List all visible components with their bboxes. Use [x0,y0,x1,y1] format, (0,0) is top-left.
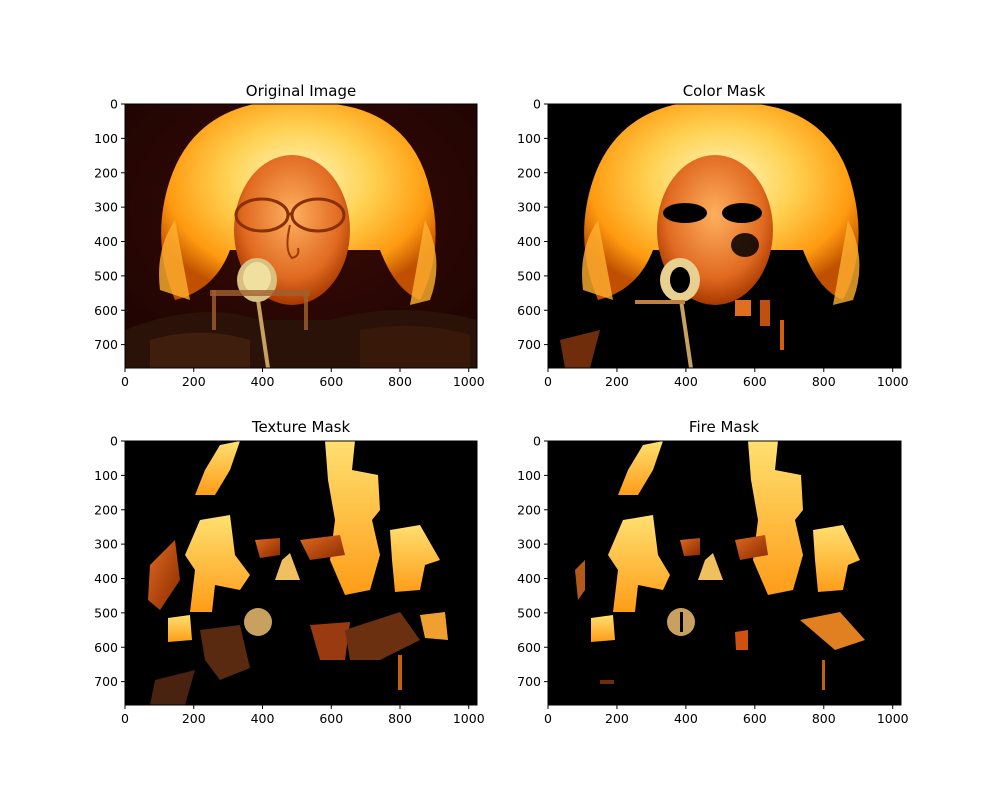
original-ytick-label-5: 500 [94,268,118,283]
fire-ytick-label-3: 300 [517,537,541,552]
color-xtick-label-5: 1000 [877,374,909,389]
original-xtick-label-0: 0 [121,374,129,389]
color-xtick-label-4: 800 [812,374,836,389]
image-fire-mask [548,441,901,705]
fire-ytick-label-1: 100 [517,468,541,483]
color-xtick-label-2: 400 [674,374,698,389]
color-ytick-label-2: 200 [517,165,541,180]
color-xtick-label-0: 0 [544,374,552,389]
color-ytick-label-0: 0 [533,97,541,112]
color-ytick-label-4: 400 [517,234,541,249]
panel-title-original: Original Image [246,82,356,100]
original-ytick-label-7: 700 [94,337,118,352]
fire-ytick-label-2: 200 [517,502,541,517]
color-ytick-label-7: 700 [517,337,541,352]
texture-ytick-label-3: 300 [94,537,118,552]
texture-xtick-label-0: 0 [121,711,129,726]
texture-xtick-label-4: 800 [388,711,412,726]
original-xtick-label-5: 1000 [453,374,485,389]
fire-ytick-label-6: 600 [517,640,541,655]
fire-ytick-label-0: 0 [533,434,541,449]
original-xtick-label-3: 600 [319,374,343,389]
original-ytick-label-2: 200 [94,165,118,180]
color-ytick-label-6: 600 [517,303,541,318]
fire-xtick-label-5: 1000 [877,711,909,726]
panel-fire: Fire Mask [547,418,902,706]
fire-xtick-label-3: 600 [743,711,767,726]
original-ytick-label-4: 400 [94,234,118,249]
panel-color: Color Mask [547,82,902,369]
original-ytick-label-0: 0 [110,97,118,112]
color-ytick-label-1: 100 [517,131,541,146]
texture-ytick-label-7: 700 [94,674,118,689]
texture-ytick-label-1: 100 [94,468,118,483]
panel-original: Original Image [124,82,478,369]
image-texture-mask [125,441,477,705]
texture-ytick-label-4: 400 [94,571,118,586]
panel-title-texture: Texture Mask [251,418,351,436]
color-ytick-label-5: 500 [517,268,541,283]
fire-ytick-label-4: 400 [517,571,541,586]
fire-ytick-label-5: 500 [517,605,541,620]
original-ytick-label-1: 100 [94,131,118,146]
image-color-mask [548,104,901,368]
panel-texture: Texture Mask [124,418,478,706]
texture-ytick-label-2: 200 [94,502,118,517]
fire-xtick-label-2: 400 [674,711,698,726]
texture-xtick-label-1: 200 [182,711,206,726]
original-xtick-label-2: 400 [251,374,275,389]
texture-xtick-label-3: 600 [319,711,343,726]
texture-xtick-label-2: 400 [251,711,275,726]
panel-title-color: Color Mask [683,82,766,100]
texture-ytick-label-6: 600 [94,640,118,655]
original-xtick-label-1: 200 [182,374,206,389]
color-xtick-label-3: 600 [743,374,767,389]
color-ytick-label-3: 300 [517,200,541,215]
color-xtick-label-1: 200 [605,374,629,389]
texture-ytick-label-0: 0 [110,434,118,449]
texture-ytick-label-5: 500 [94,605,118,620]
fire-ytick-label-7: 700 [517,674,541,689]
fire-xtick-label-1: 200 [605,711,629,726]
texture-xtick-label-5: 1000 [453,711,485,726]
original-xtick-label-4: 800 [388,374,412,389]
fire-xtick-label-0: 0 [544,711,552,726]
original-ytick-label-6: 600 [94,303,118,318]
original-ytick-label-3: 300 [94,200,118,215]
fire-xtick-label-4: 800 [812,711,836,726]
panel-title-fire: Fire Mask [689,418,759,436]
image-original [125,104,477,368]
